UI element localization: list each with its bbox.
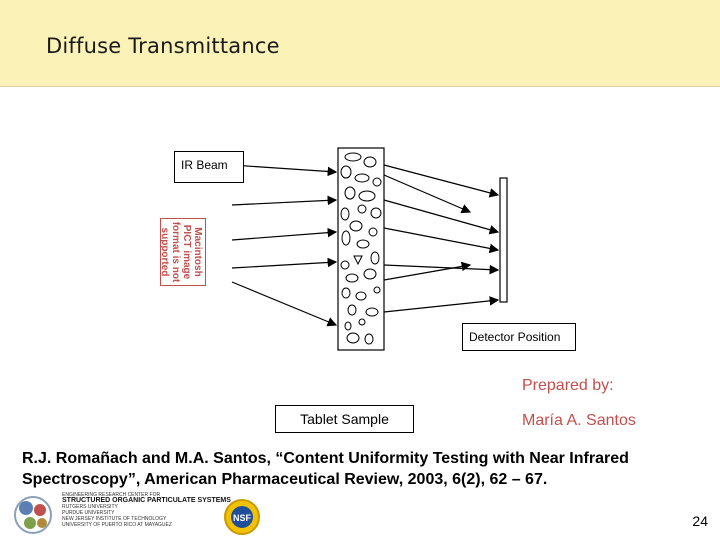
- nsf-logo-text: NSF: [233, 513, 252, 523]
- scattered-beam-arrows: [383, 164, 500, 313]
- title-bar: Diffuse Transmittance: [0, 0, 720, 87]
- author-name: María A. Santos: [522, 412, 636, 429]
- nsf-logo-icon: NSF: [224, 499, 260, 535]
- slide-title: Diffuse Transmittance: [46, 34, 280, 58]
- sops-logo-icon: [14, 496, 52, 534]
- org-text-block: ENGINEERING RESEARCH CENTER FOR STRUCTUR…: [62, 492, 231, 528]
- tablet-sample-label: Tablet Sample: [275, 405, 414, 433]
- incoming-beam-arrows: [231, 164, 338, 327]
- university-4: UNIVERSITY OF PUERTO RICO AT MAYAGUEZ: [62, 522, 172, 528]
- tablet-particles: [340, 152, 382, 345]
- ir-beam-label: IR Beam: [174, 151, 244, 183]
- pict-placeholder-text: Macintosh PICT image format is not suppo…: [159, 218, 206, 286]
- university-1: RUTGERS UNIVERSITY: [62, 504, 118, 510]
- prepared-by-label: Prepared by:: [522, 377, 614, 394]
- citation-text: R.J. Romañach and M.A. Santos, “Content …: [22, 450, 629, 488]
- page-number: 24: [692, 513, 708, 529]
- detector-position-label: Detector Position: [462, 323, 576, 351]
- pict-placeholder: Macintosh PICT image format is not suppo…: [159, 218, 206, 286]
- university-2: PURDUE UNIVERSITY: [62, 510, 115, 516]
- detector-plate: [499, 177, 508, 303]
- university-3: NEW JERSEY INSTITUTE OF TECHNOLOGY: [62, 516, 167, 522]
- org-heading: ENGINEERING RESEARCH CENTER FOR: [62, 492, 161, 498]
- org-name: STRUCTURED ORGANIC PARTICULATE SYSTEMS: [62, 497, 231, 504]
